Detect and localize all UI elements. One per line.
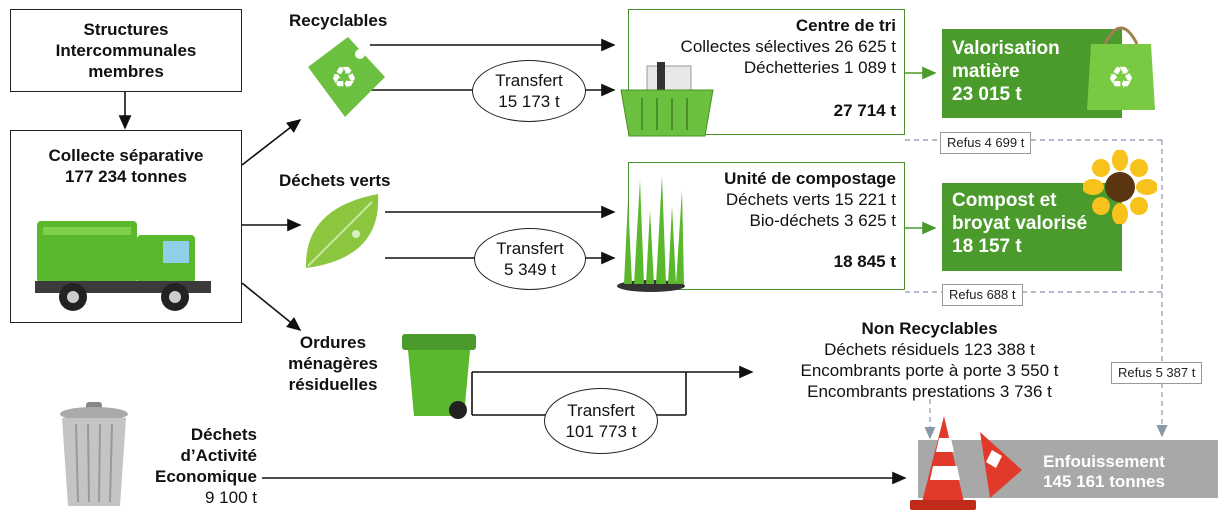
- ordures-transfert-value: 101 773 t: [565, 422, 637, 441]
- recyclables-transfert: Transfert 15 173 t: [472, 60, 586, 122]
- verts-transfert-label: Transfert: [496, 239, 564, 258]
- compost-box: Compost et broyat valorisé 18 157 t: [942, 183, 1122, 271]
- recyclables-transfert-label: Transfert: [495, 71, 563, 90]
- recyclables-label: Recyclables: [289, 11, 388, 30]
- structures-line-1: Structures: [83, 20, 169, 39]
- collecte-title: Collecte séparative: [48, 146, 204, 165]
- compost-value: 18 157 t: [952, 236, 1022, 257]
- recycle-bag-icon: ♻: [1087, 26, 1155, 110]
- non-recyclables-prestations: Encombrants prestations 3 736 t: [807, 382, 1052, 401]
- ordures-transfert: Transfert 101 773 t: [544, 388, 658, 454]
- centre-decheteries: Déchetteries 1 089 t: [743, 58, 896, 77]
- compostage-title: Unité de compostage: [724, 169, 896, 188]
- collecte-box: Collecte séparative 177 234 tonnes: [10, 130, 242, 323]
- verts-transfert: Transfert 5 349 t: [474, 228, 586, 290]
- non-recyclables-residuels: Déchets résiduels 123 388 t: [824, 340, 1035, 359]
- svg-text:♻: ♻: [1108, 61, 1135, 96]
- leaf-icon: [305, 194, 379, 268]
- ordures-transfert-label: Transfert: [567, 401, 635, 420]
- ordures-line-3: résiduelles: [288, 375, 378, 394]
- enfouissement-value: 145 161 tonnes: [1043, 472, 1165, 491]
- enfouissement-box: [918, 440, 1218, 498]
- non-recyclables-porte: Encombrants porte à porte 3 550 t: [800, 361, 1059, 380]
- compost-line-2: broyat valorisé: [952, 213, 1088, 234]
- grass-icon: [617, 176, 685, 292]
- recycling-basket-icon: [620, 62, 714, 137]
- enfouissement-text: Enfouissement 145 161 tonnes: [1030, 452, 1178, 492]
- compostage-total: 18 845 t: [833, 252, 896, 271]
- recyclables-transfert-value: 15 173 t: [498, 92, 560, 111]
- dae-label: Déchets d’Activité Economique 9 100 t: [130, 424, 257, 508]
- structures-line-3: membres: [88, 62, 164, 81]
- traffic-cones-icon: [910, 416, 1022, 510]
- dae-line-3: Economique: [154, 467, 257, 486]
- green-bin-icon: [402, 334, 476, 419]
- non-recyclables-block: Non Recyclables Déchets résiduels 123 38…: [752, 318, 1107, 402]
- refus-compost-label: Refus 688 t: [942, 284, 1023, 306]
- metal-trash-can-icon: [60, 402, 128, 506]
- compost-line-1: Compost et: [952, 190, 1057, 211]
- ordures-label: Ordures ménagères résiduelles: [272, 332, 394, 395]
- centre-collectes: Collectes sélectives 26 625 t: [680, 37, 896, 56]
- refus-tri-label: Refus 4 699 t: [940, 132, 1032, 154]
- compostage-verts: Déchets verts 15 221 t: [725, 190, 896, 209]
- enfouissement-label: Enfouissement: [1043, 452, 1165, 471]
- compostage-bio: Bio-déchets 3 625 t: [749, 211, 896, 230]
- sunflower-icon: [1083, 150, 1157, 224]
- valorisation-line-2: matière: [952, 61, 1020, 82]
- dae-line-1: Déchets: [190, 425, 257, 444]
- ordures-line-2: ménagères: [288, 354, 378, 373]
- compostage-box: Unité de compostage Déchets verts 15 221…: [628, 162, 905, 290]
- valorisation-line-1: Valorisation: [952, 38, 1060, 59]
- non-recyclables-title: Non Recyclables: [861, 319, 998, 338]
- structures-box: Structures Intercommunales membres: [10, 9, 242, 92]
- centre-total: 27 714 t: [833, 101, 896, 120]
- garbage-truck-icon: [35, 221, 211, 311]
- centre-title: Centre de tri: [795, 16, 896, 35]
- dae-line-2: d’Activité: [180, 446, 257, 465]
- recycle-tag-icon: ♻: [308, 37, 385, 117]
- dae-value: 9 100 t: [205, 488, 257, 507]
- valorisation-value: 23 015 t: [952, 84, 1022, 105]
- verts-transfert-value: 5 349 t: [504, 260, 556, 279]
- dechets-verts-label: Déchets verts: [279, 171, 391, 190]
- ordures-line-1: Ordures: [299, 333, 367, 352]
- svg-text:♻: ♻: [331, 61, 358, 96]
- structures-line-2: Intercommunales: [55, 41, 197, 60]
- refus-total-label: Refus 5 387 t: [1111, 362, 1203, 384]
- collecte-total: 177 234 tonnes: [65, 167, 187, 186]
